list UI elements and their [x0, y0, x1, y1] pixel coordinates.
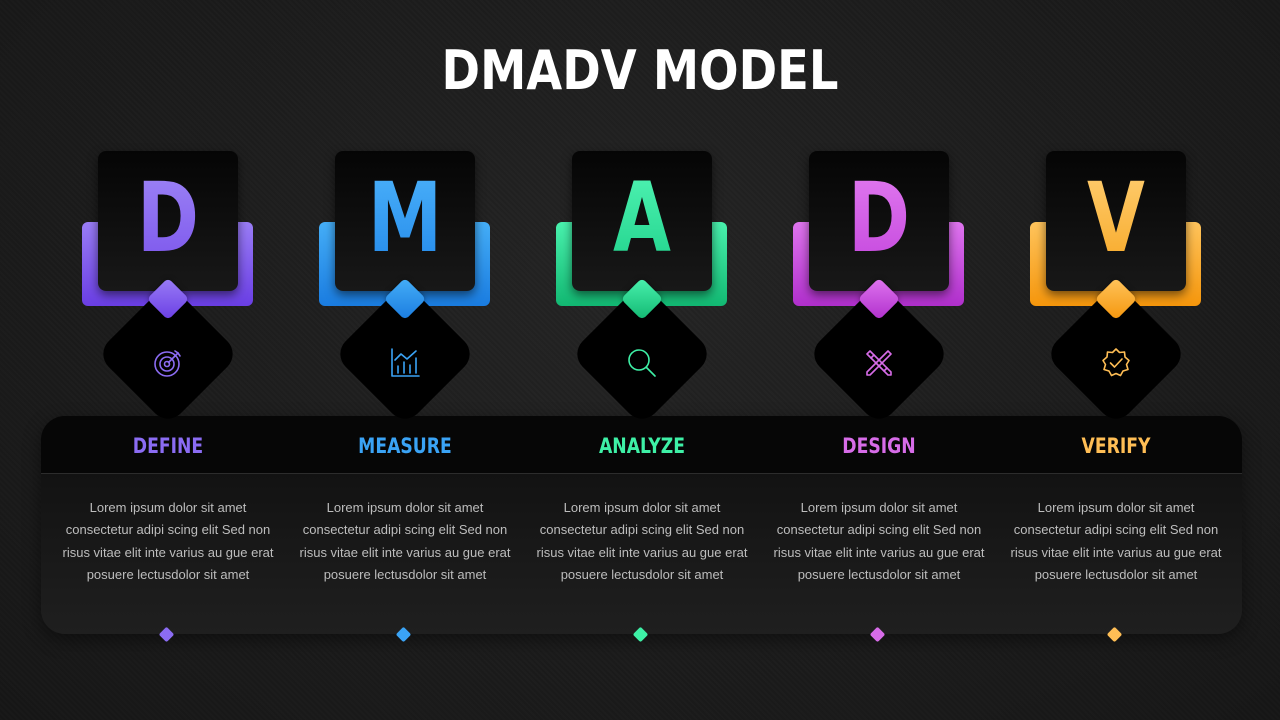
step-marker	[632, 626, 649, 643]
step-description: Lorem ipsum dolor sit amet consectetur a…	[62, 500, 274, 582]
step-description: Lorem ipsum dolor sit amet consectetur a…	[299, 500, 511, 582]
target-icon	[154, 350, 181, 377]
step-letter: M	[350, 163, 459, 273]
step-card	[335, 151, 475, 291]
design-tools-icon	[866, 350, 892, 376]
step-verify: V VERIFY Lorem ipsum dolor sit amet cons…	[948, 0, 1222, 720]
step-label: DESIGN	[842, 434, 916, 458]
step-marker	[395, 626, 412, 643]
step-label: ANALYZE	[598, 434, 686, 458]
step-marker	[869, 626, 886, 643]
step-design: D DESIGN Lorem ipsum dolor sit amet cons…	[711, 0, 985, 720]
step-description: Lorem ipsum dolor sit amet consectetur a…	[773, 500, 985, 582]
step-label: DEFINE	[132, 434, 204, 458]
step-description: Lorem ipsum dolor sit amet consectetur a…	[1010, 500, 1222, 582]
step-letter: D	[824, 163, 933, 273]
step-card	[809, 151, 949, 291]
step-letter: V	[1061, 163, 1170, 273]
step-label: MEASURE	[358, 434, 452, 458]
step-card	[572, 151, 712, 291]
step-label: VERIFY	[1081, 434, 1151, 458]
step-letter: A	[587, 163, 696, 273]
magnifier-icon	[628, 349, 656, 377]
step-card	[1046, 151, 1186, 291]
slide-title: DMADV MODEL	[441, 39, 839, 102]
step-description: Lorem ipsum dolor sit amet consectetur a…	[536, 500, 748, 582]
step-marker	[1106, 626, 1123, 643]
verified-badge-icon	[1102, 348, 1130, 377]
bar-chart-icon	[391, 348, 420, 377]
step-define: D DEFINE Lorem ipsum dolor sit amet cons…	[0, 0, 274, 720]
step-marker	[158, 626, 175, 643]
step-card	[98, 151, 238, 291]
steps-panel-header	[41, 416, 1242, 474]
step-analyze: A ANALYZE Lorem ipsum dolor sit amet con…	[474, 0, 748, 720]
step-measure: M MEASURE Lorem ipsum dolor sit amet con…	[237, 0, 511, 720]
step-letter: D	[113, 163, 222, 273]
steps-panel	[41, 416, 1242, 634]
